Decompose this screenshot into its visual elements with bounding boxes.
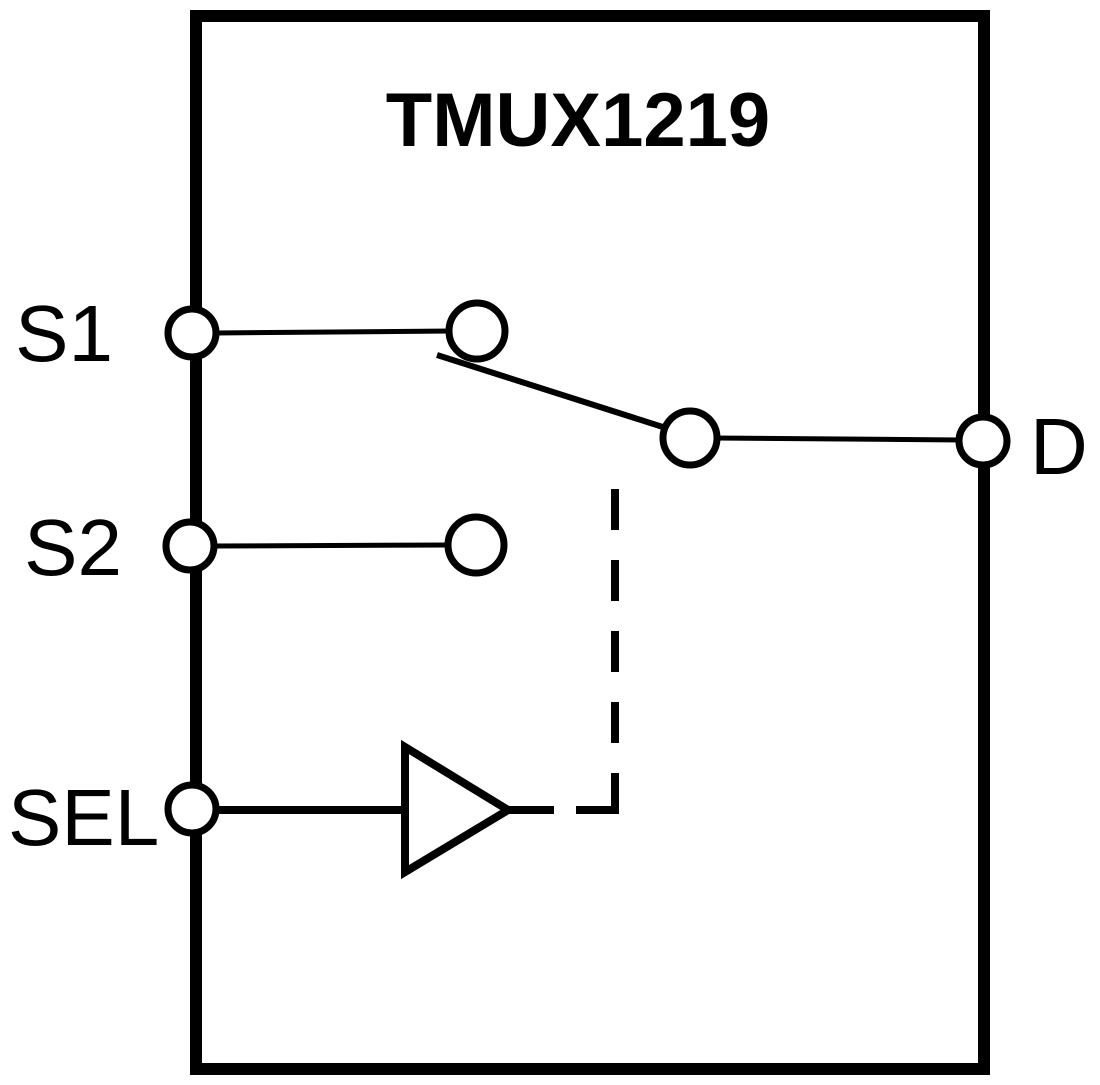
switch-arm [436, 352, 667, 431]
pin-sel-terminal-icon [164, 781, 220, 837]
pin-s2-label: S2 [24, 503, 122, 592]
pin-s1-label: S1 [15, 289, 113, 378]
pin-d-label: D [1030, 402, 1088, 491]
wire-s1 [215, 328, 453, 336]
s1-contact-terminal-icon [445, 299, 509, 363]
pin-s2-terminal-icon [162, 518, 218, 574]
chip-outline [190, 10, 990, 1075]
wire-d [713, 435, 963, 443]
s2-contact-terminal-icon [444, 513, 508, 577]
pin-s1-terminal-icon [164, 305, 220, 361]
wire-s2 [213, 542, 452, 549]
diagram-linework [162, 10, 1011, 1075]
common-pole-terminal-icon [659, 407, 721, 469]
buffer-icon [401, 739, 516, 880]
pin-sel-label: SEL [8, 773, 159, 862]
pin-d-terminal-icon [955, 413, 1011, 469]
chip-title: TMUX1219 [386, 78, 770, 163]
